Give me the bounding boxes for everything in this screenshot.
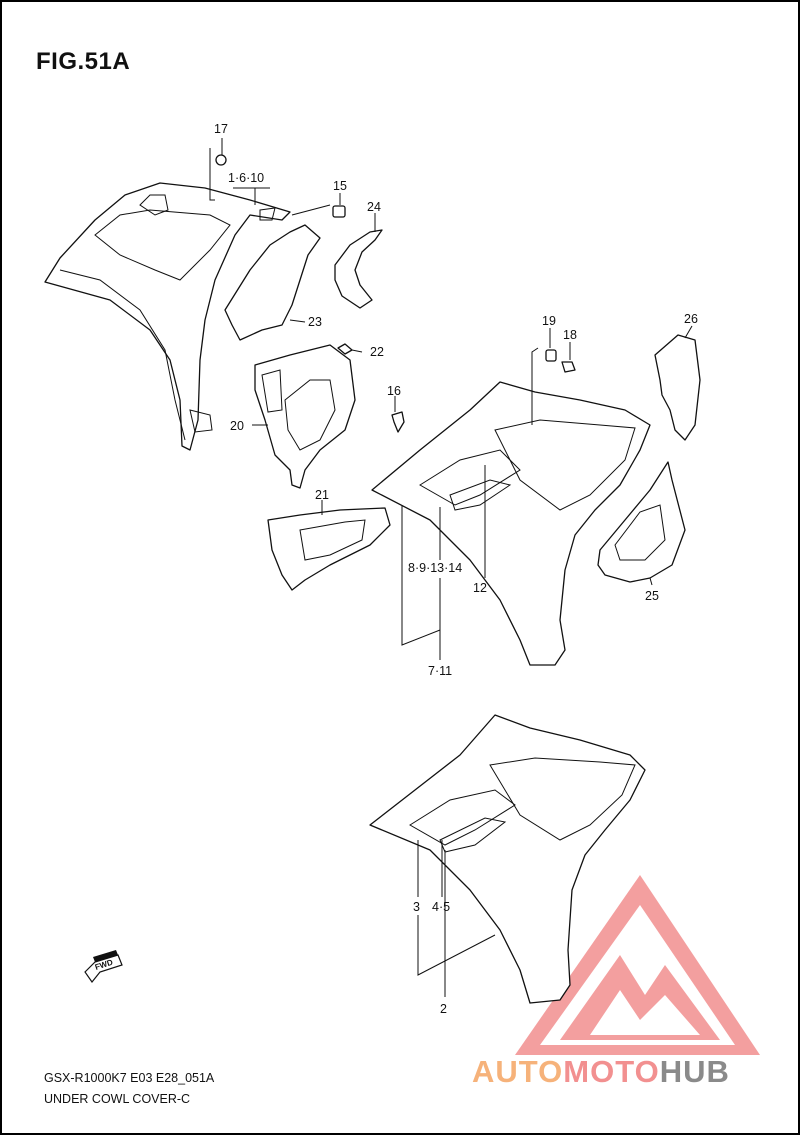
callout-12: 12 xyxy=(473,581,487,595)
side-bracket-part xyxy=(654,334,701,441)
model-code: GSX-R1000K7 E03 E28_051A xyxy=(44,1071,215,1085)
figure-caption: UNDER COWL COVER-C xyxy=(44,1092,191,1106)
callout-21: 21 xyxy=(315,488,329,502)
callout-23: 23 xyxy=(308,315,322,329)
callout-26: 26 xyxy=(684,312,698,326)
watermark-text: AUTOMOTOHUB xyxy=(472,1054,730,1090)
mesh-panel-part xyxy=(254,344,356,489)
callout-15: 15 xyxy=(333,179,347,193)
clip-16-icon xyxy=(391,411,405,433)
fwd-arrow-icon: FWD xyxy=(84,950,123,984)
watermark-logo-icon xyxy=(515,875,760,1055)
callout-19: 19 xyxy=(542,314,556,328)
callout-22: 22 xyxy=(370,345,384,359)
grommet-17-icon xyxy=(215,154,227,166)
upper-cowl-part xyxy=(44,182,291,451)
watermark-part-hub: HUB xyxy=(659,1054,730,1089)
callout-24: 24 xyxy=(367,200,381,214)
cushion-15-icon xyxy=(332,205,346,218)
callout-8-9-13-14: 8·9·13·14 xyxy=(408,561,462,575)
bracket-part xyxy=(334,229,383,309)
watermark-part-auto: AUTO xyxy=(472,1054,564,1089)
nut-19-icon xyxy=(545,349,557,362)
callout-25: 25 xyxy=(645,589,659,603)
callout-17: 17 xyxy=(214,122,228,136)
figure-title: FIG.51A xyxy=(36,48,131,75)
under-cowl-upper-part xyxy=(371,381,651,666)
watermark-part-moto: MOTO xyxy=(563,1054,660,1089)
callout-7-11: 7·11 xyxy=(428,664,452,678)
callout-16: 16 xyxy=(387,384,401,398)
bolt-18-icon xyxy=(561,361,576,373)
callout-18: 18 xyxy=(563,328,577,342)
lower-mesh-part xyxy=(267,507,391,591)
inner-panel-part xyxy=(224,224,321,341)
callout-20: 20 xyxy=(230,419,244,433)
callout-4-5: 4·5 xyxy=(432,900,450,914)
callout-2: 2 xyxy=(440,1002,447,1016)
callout-1-6-10: 1·6·10 xyxy=(228,171,264,185)
under-cowl-lower-part xyxy=(369,714,646,1004)
leader-lines xyxy=(209,138,693,997)
side-cover-part xyxy=(597,461,686,583)
callout-3: 3 xyxy=(413,900,420,914)
